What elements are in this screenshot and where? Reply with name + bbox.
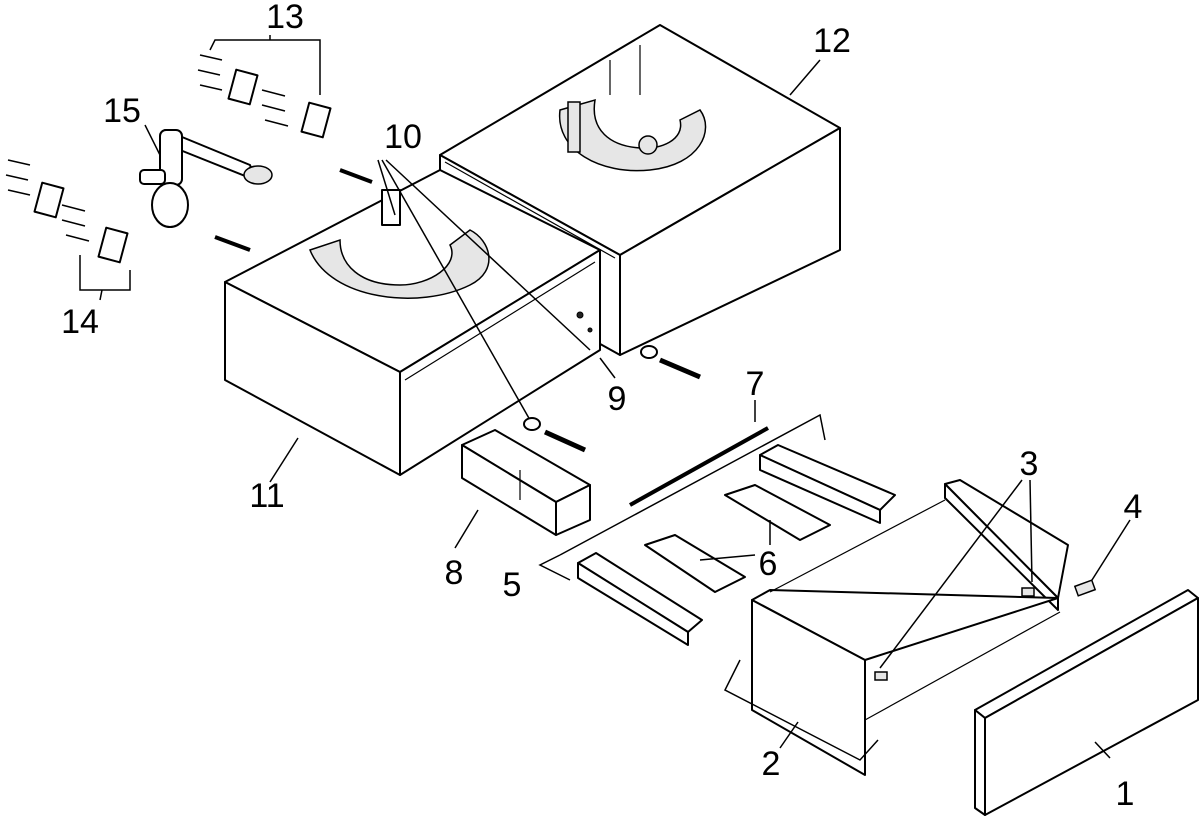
callout-10: 10	[384, 118, 422, 156]
callout-7: 7	[746, 365, 765, 403]
callout-13: 13	[266, 0, 304, 36]
callout-15: 15	[103, 92, 141, 130]
part-2-drawer-box	[723, 479, 1069, 776]
part-8-insert-tray	[461, 429, 591, 536]
part-14-wall-bracket-set	[5, 159, 131, 291]
callout-9: 9	[608, 380, 627, 418]
part-10-fixing-screws	[214, 159, 591, 421]
part-11-left-cabinet	[224, 169, 601, 476]
part-9-bolt	[523, 345, 701, 453]
callout-2: 2	[762, 745, 781, 783]
part-13-wall-bracket-set	[197, 39, 332, 139]
callout-1: 1	[1116, 775, 1135, 813]
part-15-siphon	[139, 129, 273, 228]
callout-14: 14	[61, 303, 99, 341]
callout-numbers: 1 2 3 4 5 6 7 8 9 10 11 12 13 14 15	[61, 0, 1142, 813]
callout-5: 5	[503, 566, 522, 604]
callout-8: 8	[445, 554, 464, 592]
callout-11: 11	[249, 477, 284, 515]
part-6-runner-couplings	[644, 484, 831, 593]
callout-3: 3	[1020, 445, 1039, 483]
part-7-rod	[629, 426, 769, 507]
callout-6: 6	[759, 545, 778, 583]
part-1-front-panel	[974, 589, 1199, 816]
part-3-4-front-clips	[879, 479, 1131, 669]
part-5-drawer-runners	[538, 413, 896, 646]
callout-12: 12	[813, 22, 851, 60]
callout-leaders	[99, 35, 1111, 759]
callout-4: 4	[1124, 488, 1143, 526]
